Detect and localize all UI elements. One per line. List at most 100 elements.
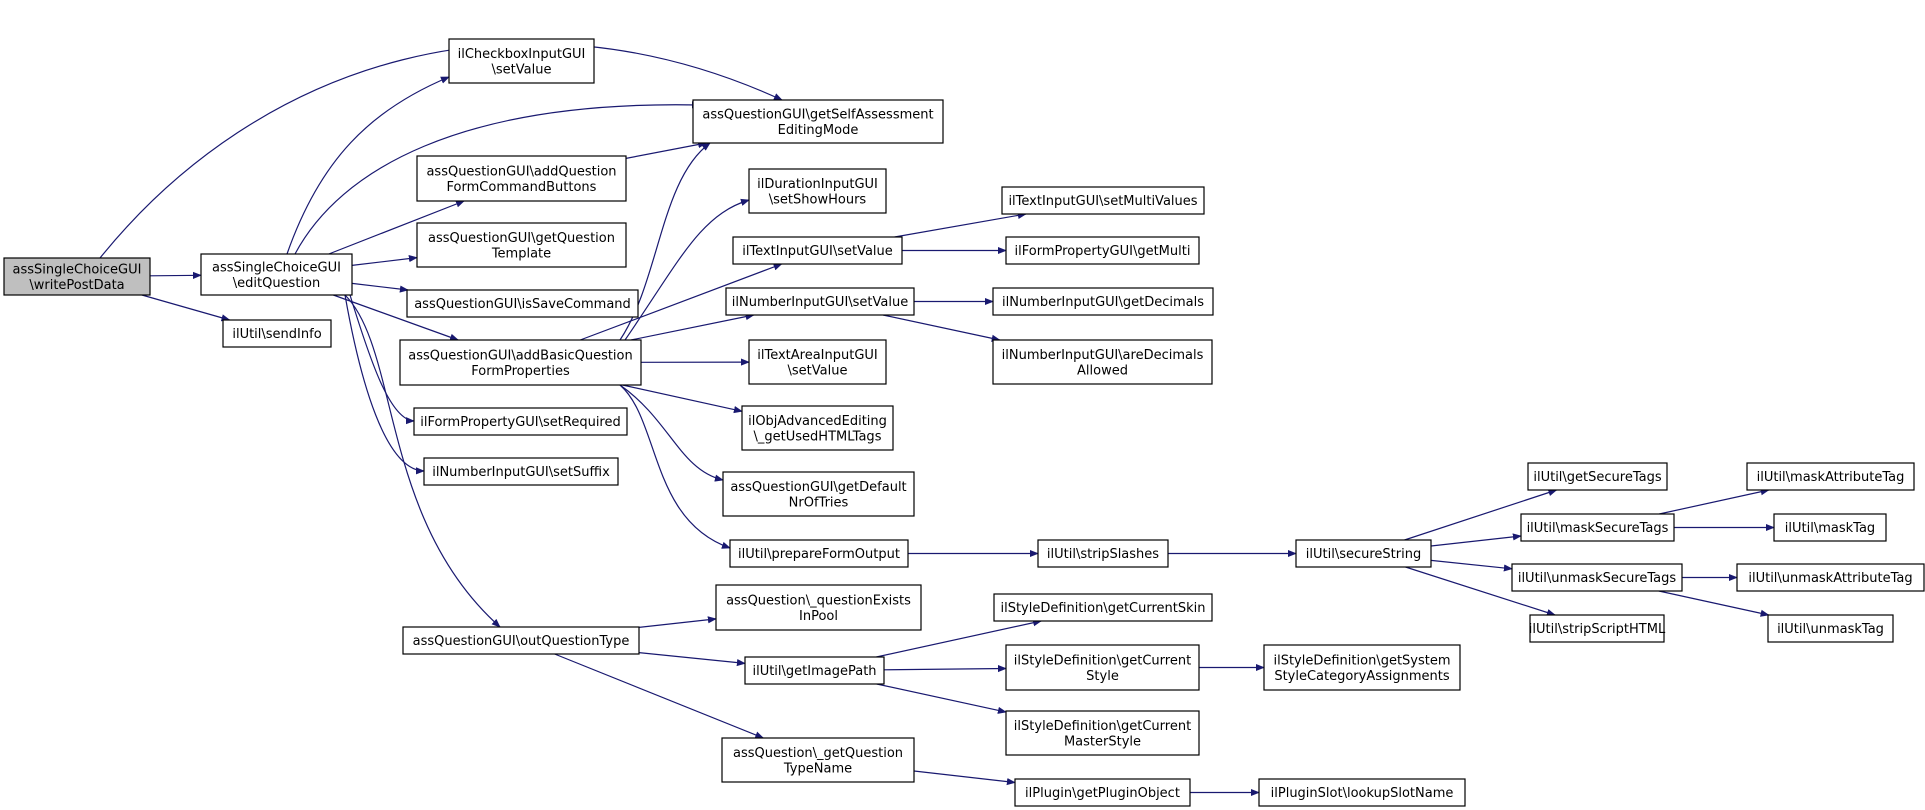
node-selfassess[interactable]: assQuestionGUI\getSelfAssessmentEditingM… — [692, 99, 944, 144]
node-objadv[interactable]: ilObjAdvancedEditing\_getUsedHTMLTags — [741, 405, 894, 451]
node-box — [1037, 539, 1169, 568]
node-label-line: ilTextAreaInputGUI — [757, 348, 878, 363]
node-addbasic[interactable]: assQuestionGUI\addBasicQuestionFormPrope… — [399, 339, 642, 386]
node-label-line: ilNumberInputGUI\getDecimals — [1002, 295, 1204, 310]
node-label-line: \setValue — [788, 363, 848, 378]
node-textset[interactable]: ilTextInputGUI\setValue — [732, 236, 903, 265]
node-label-line: ilUtil\unmaskSecureTags — [1518, 571, 1677, 586]
node-imgpath[interactable]: ilUtil\getImagePath — [744, 656, 885, 685]
node-curskin[interactable]: ilStyleDefinition\getCurrentSkin — [993, 593, 1213, 622]
node-label-line: ilPluginSlot\lookupSlotName — [1271, 786, 1454, 801]
node-addqfcb[interactable]: assQuestionGUI\addQuestionFormCommandBut… — [416, 155, 627, 202]
edge-unmasksec-to-unmasktag — [1658, 590, 1770, 617]
node-edit[interactable]: assSingleChoiceGUI\editQuestion — [200, 253, 353, 296]
node-label-line: ilTextInputGUI\setValue — [742, 244, 893, 259]
node-label-line: ilUtil\stripSlashes — [1047, 547, 1159, 562]
node-unmaskattr[interactable]: ilUtil\unmaskAttributeTag — [1736, 563, 1925, 592]
edge-secure-to-unmasksec — [1430, 559, 1513, 572]
node-getdec[interactable]: ilNumberInputGUI\getDecimals — [992, 287, 1214, 316]
node-secure[interactable]: ilUtil\secureString — [1295, 539, 1432, 568]
node-label-line: assQuestionGUI\getDefault — [730, 480, 906, 495]
node-box — [1263, 644, 1461, 691]
node-lookslot[interactable]: ilPluginSlot\lookupSlotName — [1258, 778, 1466, 807]
node-duration[interactable]: ilDurationInputGUI\setShowHours — [748, 168, 887, 214]
edge-edit-to-addbasic — [333, 294, 459, 341]
edge-imgpath-to-curskin — [876, 619, 1043, 658]
node-textarea[interactable]: ilTextAreaInputGUI\setValue — [748, 339, 887, 385]
node-label-line: Template — [491, 246, 551, 261]
node-unmasktag[interactable]: ilUtil\unmaskTag — [1767, 614, 1894, 643]
node-maskattr[interactable]: ilUtil\maskAttributeTag — [1746, 462, 1915, 491]
node-numset[interactable]: ilNumberInputGUI\setValue — [725, 287, 915, 316]
node-box — [1511, 563, 1683, 592]
node-label-line: \_getUsedHTMLTags — [754, 429, 882, 444]
edge-numset-to-aredec — [882, 314, 1001, 342]
node-label-line: assQuestionGUI\outQuestionType — [413, 634, 630, 649]
node-label-line: Allowed — [1077, 363, 1128, 378]
edge-edit-to-selfassess — [294, 101, 701, 255]
node-label-line: ilDurationInputGUI — [757, 177, 878, 192]
node-stripscript[interactable]: ilUtil\stripScriptHTML — [1529, 614, 1666, 643]
node-label-line: ilUtil\getSecureTags — [1533, 470, 1661, 485]
node-syscat[interactable]: ilStyleDefinition\getSystemStyleCategory… — [1263, 644, 1461, 691]
node-box — [200, 253, 353, 296]
node-root[interactable]: assSingleChoiceGUI\writePostData — [3, 257, 151, 296]
node-strip[interactable]: ilUtil\stripSlashes — [1037, 539, 1169, 568]
node-label-line: ilTextInputGUI\setMultiValues — [1008, 194, 1197, 209]
node-label-line: ilUtil\stripScriptHTML — [1529, 622, 1666, 637]
edge-edit-to-outqt — [344, 294, 501, 628]
nodes-layer: assSingleChoiceGUI\writePostDataassSingl… — [3, 38, 1925, 807]
node-label-line: \writePostData — [29, 278, 124, 293]
node-box — [416, 222, 627, 268]
node-box — [992, 287, 1214, 316]
node-setsuffix[interactable]: ilNumberInputGUI\setSuffix — [423, 457, 619, 486]
node-prepform[interactable]: ilUtil\prepareFormOutput — [729, 539, 909, 568]
node-checkbox[interactable]: ilCheckboxInputGUI\setValue — [448, 38, 595, 84]
edge-edit-to-addqfcb — [328, 200, 465, 255]
node-box — [1014, 778, 1191, 807]
node-box — [1527, 462, 1668, 491]
node-outqt[interactable]: assQuestionGUI\outQuestionType — [402, 626, 640, 655]
node-box — [448, 38, 595, 84]
node-box — [1773, 513, 1887, 542]
node-label-line: ilNumberInputGUI\areDecimals — [1002, 348, 1204, 363]
node-setreq[interactable]: ilFormPropertyGUI\setRequired — [413, 407, 628, 436]
node-label-line: assQuestionGUI\addBasicQuestion — [408, 348, 633, 363]
node-getsectags[interactable]: ilUtil\getSecureTags — [1527, 462, 1668, 491]
node-box — [399, 339, 642, 386]
node-unmasksec[interactable]: ilUtil\unmaskSecureTags — [1511, 563, 1683, 592]
node-label-line: ilUtil\maskSecureTags — [1527, 521, 1669, 536]
edge-imgpath-to-curmaster — [876, 683, 1007, 714]
node-masksec[interactable]: ilUtil\maskSecureTags — [1520, 513, 1675, 542]
edge-edit-to-setsuffix — [344, 294, 425, 475]
node-box — [721, 737, 915, 783]
node-label-line: assQuestionGUI\getQuestion — [428, 231, 615, 246]
node-multival[interactable]: ilTextInputGUI\setMultiValues — [1001, 186, 1205, 215]
node-issave[interactable]: assQuestionGUI\isSaveCommand — [406, 289, 639, 318]
node-sendinfo[interactable]: ilUtil\sendInfo — [222, 319, 332, 348]
node-box — [692, 99, 944, 144]
edge-root-to-edit — [149, 271, 202, 279]
node-label-line: ilNumberInputGUI\setValue — [732, 295, 908, 310]
edge-qtypename-to-plugobj — [913, 770, 1016, 786]
edge-secure-to-masksec — [1430, 533, 1522, 547]
node-plugobj[interactable]: ilPlugin\getPluginObject — [1014, 778, 1191, 807]
node-box — [406, 289, 639, 318]
node-box — [1746, 462, 1915, 491]
node-getmulti[interactable]: ilFormPropertyGUI\getMulti — [1005, 236, 1200, 265]
edge-addbasic-to-numset — [630, 313, 755, 341]
node-label-line: assSingleChoiceGUI — [13, 262, 142, 277]
node-box — [416, 155, 627, 202]
edge-textset-to-multival — [894, 211, 1027, 238]
node-box — [715, 584, 922, 631]
node-label-line: assQuestion\_getQuestion — [733, 746, 903, 761]
node-masktag[interactable]: ilUtil\maskTag — [1773, 513, 1887, 542]
node-box — [423, 457, 619, 486]
